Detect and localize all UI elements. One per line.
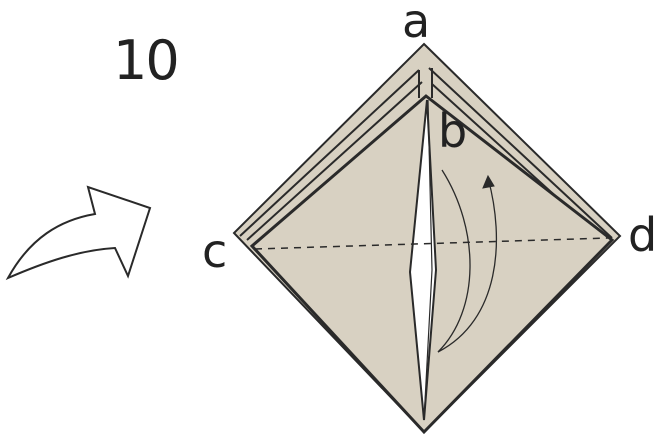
- step-number: 10: [113, 29, 180, 92]
- fold-line-c-d: [254, 237, 609, 250]
- point-label-a: a: [402, 0, 431, 48]
- model-upper-left-layers: [239, 69, 423, 241]
- point-label-c: c: [202, 224, 228, 278]
- model-center-edge: [423, 99, 433, 421]
- fold-arrow-icon: [437, 169, 498, 353]
- point-label-d: d: [628, 208, 658, 262]
- model-top-slit: [418, 68, 433, 98]
- turn-over-arrow-icon: [5, 185, 152, 281]
- point-label-b: b: [438, 104, 468, 158]
